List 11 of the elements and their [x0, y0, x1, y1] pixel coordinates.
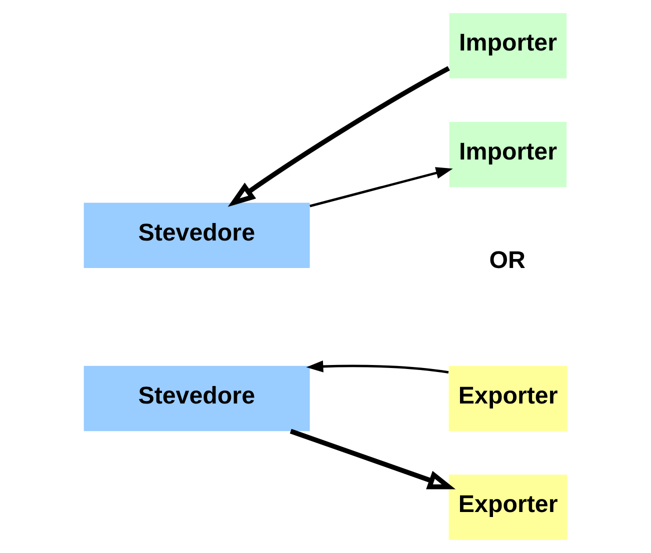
node-box: Exporter: [448, 474, 568, 540]
node-box: Stevedore: [84, 366, 310, 432]
arrow: [228, 66, 450, 207]
arrow: [306, 360, 449, 374]
arrow: [310, 167, 453, 208]
node-box: Importer: [449, 13, 567, 78]
node-box: Stevedore: [84, 202, 310, 268]
node-box: Importer: [449, 122, 567, 188]
arrow: [290, 428, 456, 490]
node-box: Exporter: [448, 366, 568, 432]
label: OR: [489, 247, 526, 274]
